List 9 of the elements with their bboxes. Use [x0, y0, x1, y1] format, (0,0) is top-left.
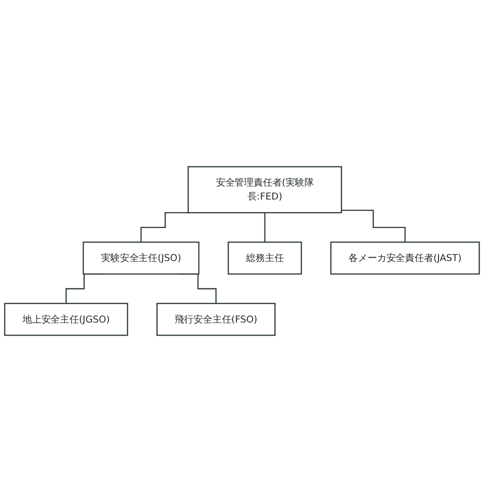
node-box: 各メーカ安全責任者(JAST) — [330, 242, 480, 276]
connector — [140, 212, 190, 244]
connector — [264, 212, 266, 244]
node-box: 実験安全主任(JSO) — [82, 242, 200, 276]
node-box: 飛行安全主任(FSO) — [156, 303, 276, 336]
connector — [341, 210, 406, 244]
node-box: 地上安全主任(JGSO) — [4, 303, 128, 336]
node-box: 総務主任 — [228, 242, 302, 276]
node-box: 安全管理責任者(実験隊長:FED) — [188, 166, 342, 214]
